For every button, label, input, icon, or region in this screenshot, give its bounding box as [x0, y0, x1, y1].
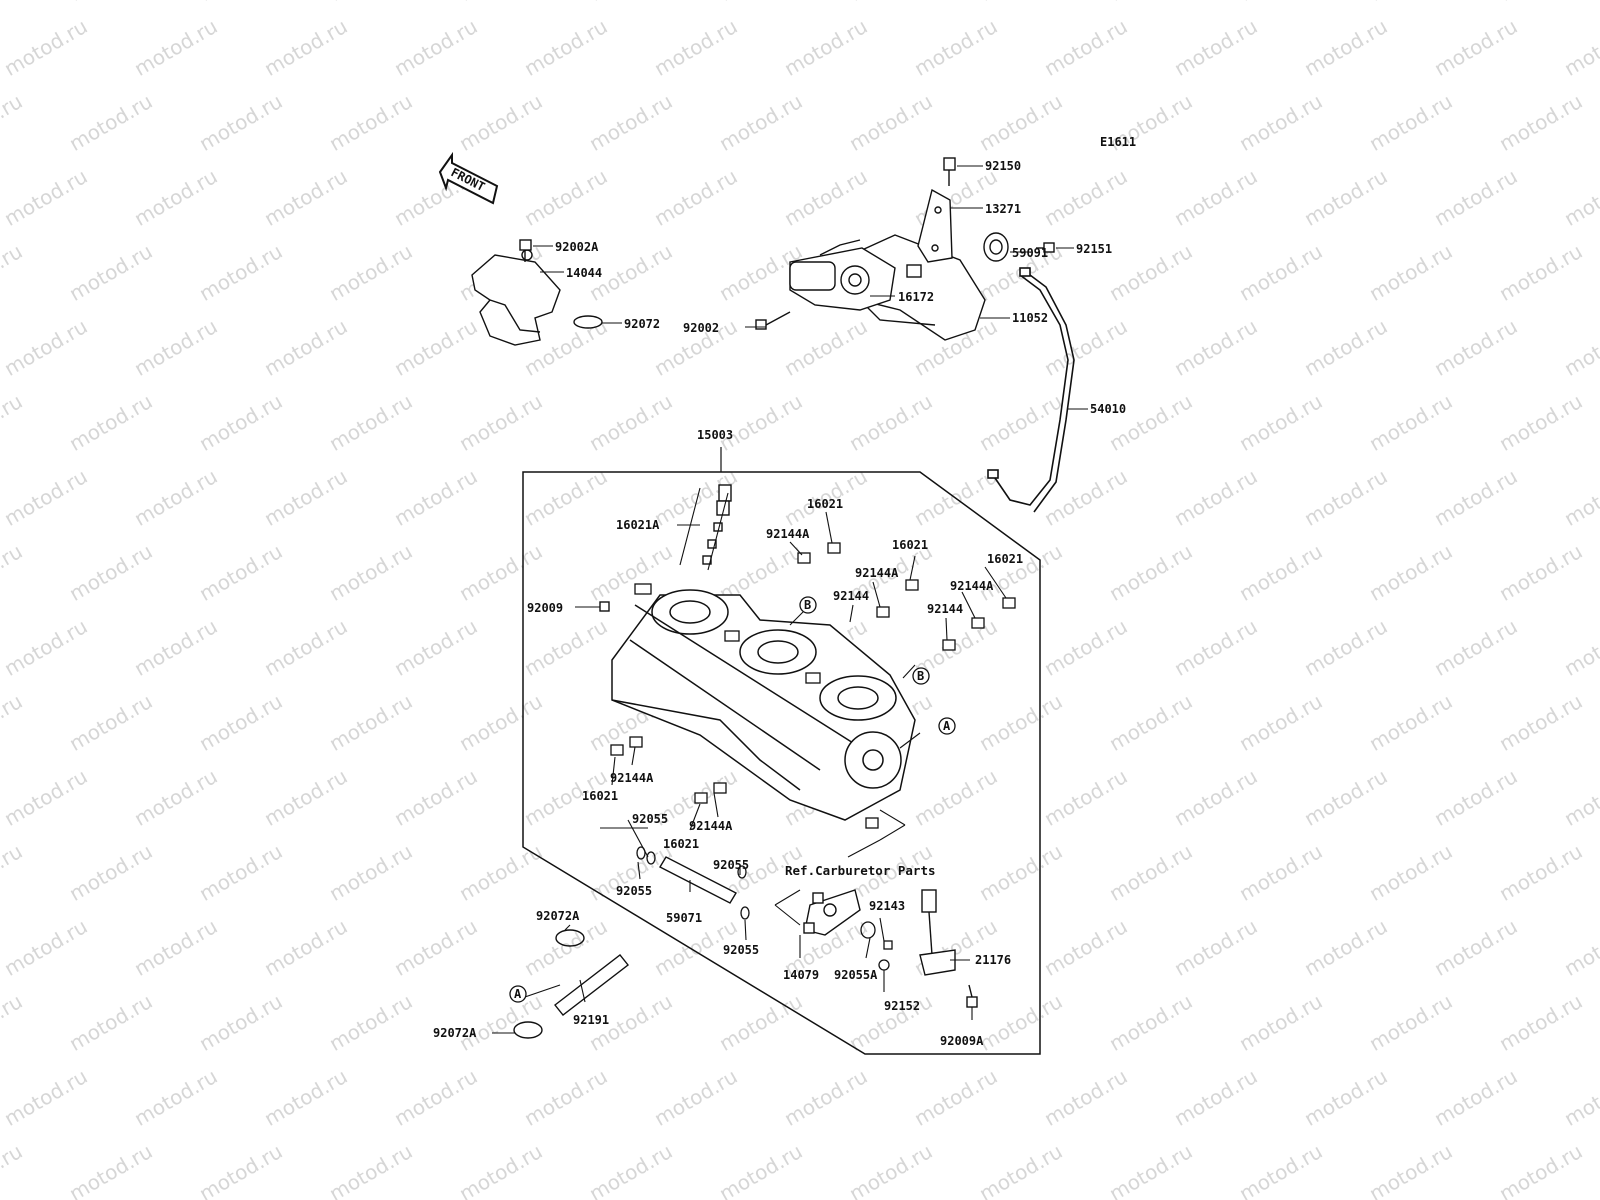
- label-92151: 92151: [1076, 242, 1112, 256]
- label-92191: 92191: [573, 1013, 609, 1027]
- springs-and-screws: [610, 542, 1016, 829]
- pipe-59071: [659, 856, 737, 904]
- throttle-body-assembly: [611, 589, 916, 821]
- label-92144A-3: 92144A: [950, 579, 994, 593]
- bolt-92002A: [519, 239, 532, 262]
- holder-14079: [803, 889, 861, 936]
- label-16021-4: 16021: [582, 789, 618, 803]
- grommet-59091: [983, 232, 1009, 262]
- label-92072: 92072: [624, 317, 660, 331]
- callout-B-lower: B: [912, 667, 930, 685]
- label-11052: 11052: [1012, 311, 1048, 325]
- label-92002: 92002: [683, 321, 719, 335]
- sensor-21176: [919, 889, 956, 976]
- label-92055-2: 92055: [616, 884, 652, 898]
- screw-92143: [883, 940, 893, 950]
- bolt-92009A: [966, 984, 978, 1008]
- label-92055A: 92055A: [834, 968, 878, 982]
- callout-A-right: A: [938, 717, 956, 735]
- svg-text:B: B: [804, 598, 811, 612]
- o-ring-92055A: [860, 921, 876, 939]
- part-labels: 92150 13271 92151 59091 11052 92002 1617…: [433, 159, 1126, 1048]
- label-16021A: 16021A: [616, 518, 660, 532]
- label-92055-4: 92055: [723, 943, 759, 957]
- label-92009: 92009: [527, 601, 563, 615]
- label-16172: 16172: [898, 290, 934, 304]
- label-59071: 59071: [666, 911, 702, 925]
- reference-note: Ref.Carburetor Parts: [785, 863, 936, 878]
- label-54010: 54010: [1090, 402, 1126, 416]
- label-92144A-1: 92144A: [766, 527, 810, 541]
- svg-text:A: A: [943, 719, 951, 733]
- label-21176: 21176: [975, 953, 1011, 967]
- callout-A-hose: A: [509, 985, 527, 1003]
- callout-B-upper: B: [799, 596, 817, 614]
- label-59091: 59091: [1012, 246, 1048, 260]
- plate-13271: [917, 188, 953, 263]
- bolt-92150: [943, 157, 956, 186]
- label-16021-1: 16021: [807, 497, 843, 511]
- label-92152: 92152: [884, 999, 920, 1013]
- label-92072A-2: 92072A: [433, 1026, 477, 1040]
- label-92144A-4: 92144A: [610, 771, 654, 785]
- svg-text:B: B: [917, 669, 924, 683]
- front-arrow-icon: FRONT: [438, 151, 499, 205]
- label-92055-3: 92055: [713, 858, 749, 872]
- hose-92191: [513, 929, 629, 1039]
- label-13271: 13271: [985, 202, 1021, 216]
- label-15003: 15003: [697, 428, 733, 442]
- label-14044: 14044: [566, 266, 602, 280]
- bracket-14044: [471, 249, 561, 346]
- label-16021-2: 16021: [892, 538, 928, 552]
- assembly-15003-outline: [522, 471, 1041, 1055]
- label-92144A-5: 92144A: [689, 819, 733, 833]
- label-16021-3: 16021: [987, 552, 1023, 566]
- label-92055-1: 92055: [632, 812, 668, 826]
- leader-lines: [492, 165, 1088, 1034]
- bolt-92009: [599, 601, 610, 612]
- actuator-16172: [789, 239, 922, 311]
- bolt-92151: [1036, 242, 1055, 253]
- label-92009A: 92009A: [940, 1034, 984, 1048]
- label-14079: 14079: [783, 968, 819, 982]
- diagram-code: E1611: [1100, 135, 1136, 149]
- svg-text:A: A: [514, 987, 522, 1001]
- clip-92072: [573, 315, 603, 329]
- label-92150: 92150: [985, 159, 1021, 173]
- label-92143: 92143: [869, 899, 905, 913]
- grommet-92152: [878, 959, 890, 971]
- label-92144-2: 92144: [927, 602, 963, 616]
- cable-54010: [987, 267, 1075, 513]
- label-92144A-2: 92144A: [855, 566, 899, 580]
- label-16021-5: 16021: [663, 837, 699, 851]
- label-92002A: 92002A: [555, 240, 599, 254]
- bolt-92002: [755, 311, 791, 330]
- label-92144-1: 92144: [833, 589, 869, 603]
- sensor-16021A: [702, 484, 732, 565]
- label-92072A-1: 92072A: [536, 909, 580, 923]
- o-rings-92055: [636, 846, 750, 920]
